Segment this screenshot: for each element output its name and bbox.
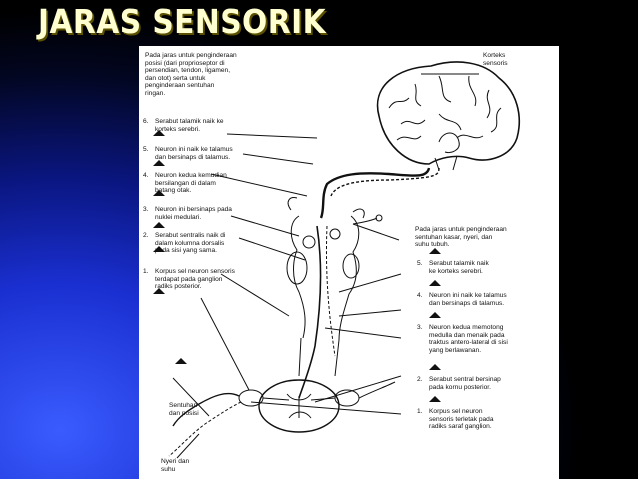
spinal-cord-section	[238, 379, 360, 433]
left-step-4-number: 4.	[143, 172, 149, 179]
right-step-5-text: Serabut talamik naik ke korteks serebri.	[429, 260, 489, 275]
touch-position-label: Sentuhan dan posisi	[169, 402, 199, 417]
left-step-3-text: Neuron ini bersinaps pada nuklei medular…	[155, 206, 232, 221]
left-step-6-text: Serabut talamik naik ke korteks serebri.	[155, 118, 224, 133]
right-step-4-number: 4.	[417, 292, 423, 299]
right-step-2-number: 2.	[417, 376, 423, 383]
sensory-cortex-label: Korteks sensoris	[483, 52, 508, 67]
left-step-1-number: 1.	[143, 268, 149, 275]
right-step-1-number: 1.	[417, 408, 423, 415]
slide-title: JARAS SENSORIK	[38, 2, 327, 41]
right-step-3-number: 3.	[417, 324, 423, 331]
right-step-1-text: Korpus sel neuron sensoris terletak pada…	[429, 408, 494, 431]
right-step-2-text: Serabut sentral bersinap pada kornu post…	[429, 376, 501, 391]
left-intro-text: Pada jaras untuk penginderaan posisi (da…	[145, 52, 237, 97]
pathway-illustration	[153, 61, 521, 459]
left-step-3-number: 3.	[143, 206, 149, 213]
left-step-4-text: Neuron kedua kemudian bersilangan di dal…	[155, 172, 227, 195]
left-step-1-text: Korpus sel neuron sensoris terdapat pada…	[155, 268, 235, 291]
pain-temperature-label: Nyeri dan suhu	[161, 458, 190, 473]
right-intro-text: Pada jaras untuk penginderaan sentuhan k…	[415, 226, 507, 249]
left-step-6-number: 6.	[143, 118, 149, 125]
diagram-panel: Pada jaras untuk penginderaan posisi (da…	[139, 46, 559, 479]
right-step-3-text: Neuron kedua memotong medulla dan menaik…	[429, 324, 508, 354]
left-step-5-number: 5.	[143, 146, 149, 153]
right-step-5-number: 5.	[417, 260, 423, 267]
right-step-4-text: Neuron ini naik ke talamus dan bersinaps…	[429, 292, 507, 307]
left-step-2-number: 2.	[143, 232, 149, 239]
left-step-5-text: Neuron ini naik ke talamus dan bersinaps…	[155, 146, 233, 161]
brain-cortex-drawing	[376, 61, 521, 171]
left-step-2-text: Serabut sentralis naik di dalam kolumna …	[155, 232, 226, 255]
brainstem-drawing	[286, 197, 383, 341]
